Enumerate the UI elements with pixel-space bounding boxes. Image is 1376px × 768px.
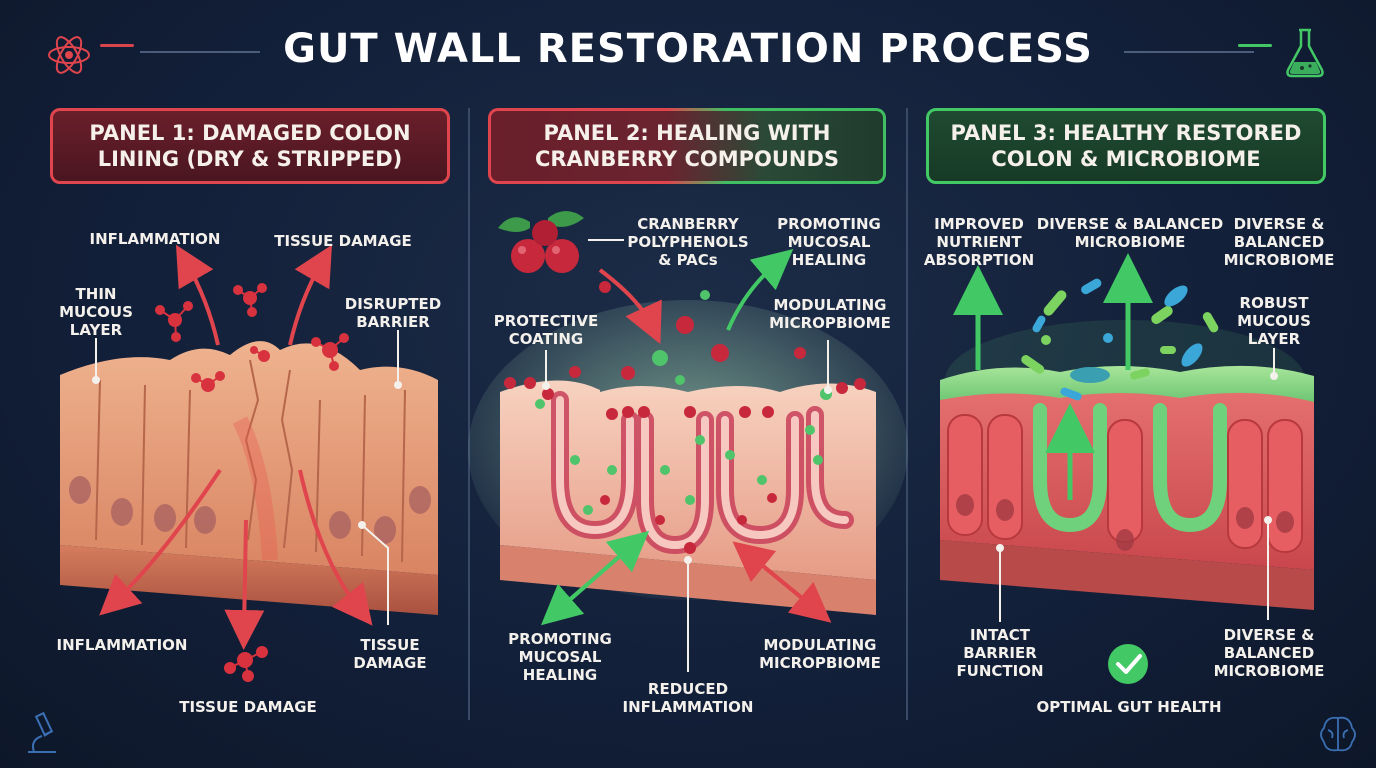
label-protective-coating: PROTECTIVE COATING [493, 312, 599, 348]
label-robust-mucous: ROBUST MUCOUS LAYER [1237, 294, 1311, 348]
panel-3-leaders [996, 348, 1278, 622]
flask-icon [1286, 28, 1324, 78]
panel-3-arrows [953, 253, 1153, 500]
label-diverse-top-right: DIVERSE & BALANCED MICROBIOME [1223, 215, 1335, 269]
label-disrupted-barrier: DISRUPTED BARRIER [344, 295, 442, 331]
header-line-left [140, 51, 260, 53]
inflammation-molecules [155, 283, 349, 682]
label-diverse-top-center: DIVERSE & BALANCED MICROBIOME [1036, 215, 1224, 251]
microbiome-bacteria [1021, 278, 1219, 401]
label-promoting-top: PROMOTING MUCOSAL HEALING [777, 215, 881, 269]
label-diverse-bottom: DIVERSE & BALANCED MICROBIOME [1213, 626, 1325, 680]
label-modulating-bottom: MODULATING MICROPBIOME [759, 636, 881, 672]
label-tissue-damage-right: TISSUE DAMAGE [353, 636, 427, 672]
panel-1-arrows [99, 244, 373, 650]
label-polyphenols: CRANBERRY POLYPHENOLS & PACs [627, 215, 749, 269]
label-promoting-bottom: PROMOTING MUCOSAL HEALING [508, 630, 612, 684]
header-dash-left [100, 44, 134, 47]
label-intact-barrier: INTACT BARRIER FUNCTION [956, 626, 1044, 680]
panel-2-arrows [540, 249, 832, 626]
panel-3-tissue [940, 320, 1314, 610]
panel-2-heading: PANEL 2: HEALING WITH CRANBERRY COMPOUND… [488, 108, 886, 184]
panel-3-heading: PANEL 3: HEALTHY RESTORED COLON & MICROB… [926, 108, 1326, 184]
panel-1-heading: PANEL 1: DAMAGED COLON LINING (DRY & STR… [50, 108, 450, 184]
page-title: GUT WALL RESTORATION PROCESS [283, 26, 1093, 72]
panel-1-tissue [60, 341, 438, 615]
label-inflammation-bottom: INFLAMMATION [56, 636, 188, 654]
label-tissue-damage-top: TISSUE DAMAGE [274, 232, 412, 250]
header-dash-right [1238, 44, 1272, 47]
microscope-icon [28, 711, 56, 753]
panel-2-leaders [542, 239, 832, 672]
label-improved-absorption: IMPROVED NUTRIENT ABSORPTION [923, 215, 1035, 269]
brain-icon [1320, 716, 1356, 752]
polyphenol-particles [504, 281, 866, 558]
label-optimal-gut-health: OPTIMAL GUT HEALTH [1036, 698, 1222, 716]
check-icon [1108, 644, 1148, 684]
cranberry-icon [498, 211, 584, 273]
atom-icon [48, 36, 90, 74]
panel-divider-2 [906, 108, 908, 720]
label-thin-mucous: THIN MUCOUS LAYER [59, 285, 133, 339]
panel-divider-1 [468, 108, 470, 720]
label-tissue-damage-bottom: TISSUE DAMAGE [179, 698, 317, 716]
label-inflammation-top: INFLAMMATION [89, 230, 221, 248]
label-reduced-inflammation: REDUCED INFLAMMATION [622, 680, 754, 716]
panel-1-leaders [92, 330, 402, 625]
header-line-right [1124, 51, 1254, 53]
label-modulating-top: MODULATING MICROPBIOME [769, 296, 891, 332]
